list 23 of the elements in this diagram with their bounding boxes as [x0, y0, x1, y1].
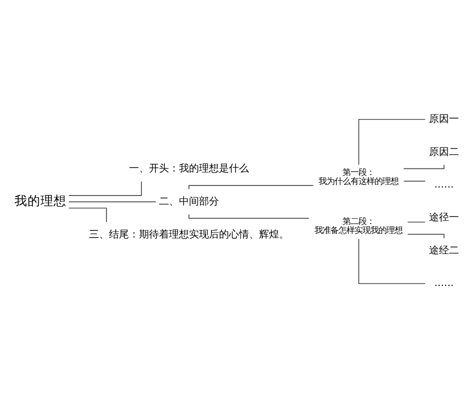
- connector: [68, 200, 156, 202]
- connector: [358, 238, 426, 284]
- node-text: 一、开头：我的理想是什么: [128, 163, 248, 174]
- node-text: 途径一: [428, 212, 459, 224]
- connector: [402, 164, 444, 169]
- connector: [188, 214, 309, 218]
- node-text: ……: [434, 278, 454, 289]
- node-text: 三、结尾：期待着理想实现后的心情、辉煌。: [88, 228, 288, 240]
- node-text: 我的理想: [14, 192, 66, 208]
- connector: [358, 118, 426, 165]
- node-text: 第二段： 我准备怎样实现我的理想: [314, 215, 402, 235]
- connector: [406, 233, 444, 238]
- node-text: 第一段： 我为什么有这样的理想: [318, 166, 398, 186]
- node-text: 二、中间部分: [158, 196, 218, 207]
- node-text: 原因一: [428, 113, 459, 124]
- node-text: 途经二: [428, 244, 459, 256]
- node-text: 原因二: [428, 146, 459, 158]
- connector: [68, 180, 142, 196]
- connector: [402, 180, 426, 182]
- node-text: ……: [434, 179, 454, 190]
- connector: [188, 184, 314, 190]
- connector: [68, 207, 106, 222]
- connector: [406, 221, 426, 222]
